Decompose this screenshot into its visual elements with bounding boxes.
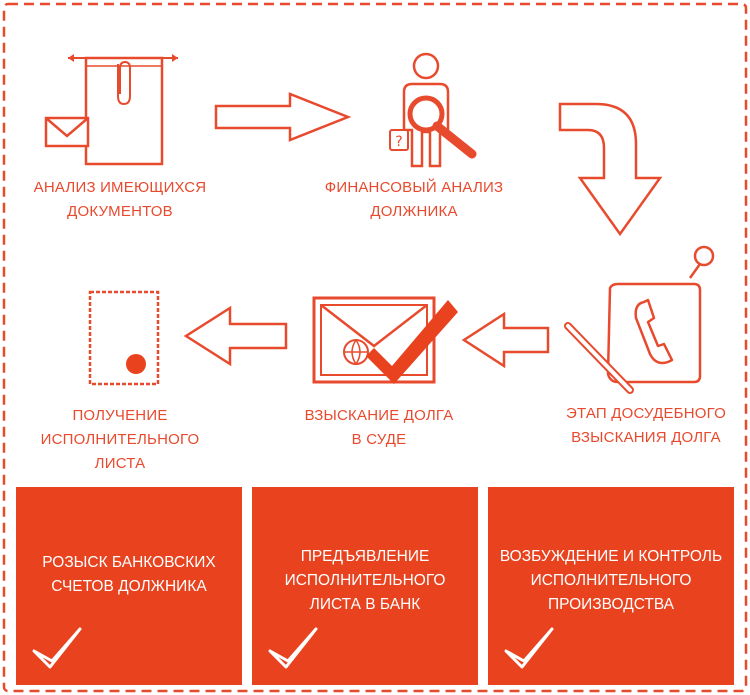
- box-text-line: ВОЗБУЖДЕНИЕ И КОНТРОЛЬ: [499, 548, 723, 565]
- document-clip-envelope-icon: [44, 54, 178, 166]
- arrow-right-icon: [214, 92, 352, 142]
- step-label-writ-receipt: ПОЛУЧЕНИЕ ИСПОЛНИТЕЛЬНОГО ЛИСТА: [30, 404, 210, 476]
- person-magnifier-icon: ?: [389, 52, 477, 168]
- box-writ-to-bank: ПРЕДЪЯВЛЕНИЕ ИСПОЛНИТЕЛЬНОГО ЛИСТА В БАН…: [252, 487, 478, 685]
- step-label-line: ВЗЫСКАНИЕ ДОЛГА: [304, 407, 454, 424]
- box-text-line: ПРОИЗВОДСТВА: [547, 596, 675, 613]
- step-label-line: ПОЛУЧЕНИЕ: [72, 407, 168, 424]
- envelope-checkmark-icon: [312, 296, 458, 384]
- svg-text:?: ?: [395, 134, 402, 150]
- step-label-court-collection: ВЗЫСКАНИЕ ДОЛГА В СУДЕ: [288, 404, 470, 452]
- step-label-line: ЛИСТА: [94, 455, 146, 472]
- box-text-line: ПРЕДЪЯВЛЕНИЕ: [300, 548, 430, 565]
- step-label-line: ИСПОЛНИТЕЛЬНОГО: [40, 431, 200, 448]
- checkmark-icon: [268, 627, 318, 669]
- pinned-phone-note-icon: [564, 245, 715, 394]
- box-text-line: СЧЕТОВ ДОЛЖНИКА: [51, 578, 207, 595]
- arrow-left-icon: [461, 311, 550, 369]
- stamp-document-icon: [88, 290, 160, 386]
- step-label-line: ДОКУМЕНТОВ: [67, 203, 173, 220]
- step-label-line: ФИНАНСОВЫЙ АНАЛИЗ: [324, 179, 504, 196]
- box-text-line: ИСПОЛНИТЕЛЬНОГО: [530, 572, 692, 589]
- step-label-line: В СУДЕ: [351, 431, 407, 448]
- step-label-line: ДОЛЖНИКА: [370, 203, 458, 220]
- box-bank-account-search: РОЗЫСК БАНКОВСКИХ СЧЕТОВ ДОЛЖНИКА: [16, 487, 242, 685]
- checkmark-icon: [32, 627, 82, 669]
- step-label-financial-analysis: ФИНАНСОВЫЙ АНАЛИЗ ДОЛЖНИКА: [312, 176, 516, 224]
- step-label-pretrial-collection: ЭТАП ДОСУДЕБНОГО ВЗЫСКАНИЯ ДОЛГА: [548, 402, 744, 450]
- box-text-line: РОЗЫСК БАНКОВСКИХ: [42, 554, 216, 571]
- arrow-left-icon: [183, 305, 288, 367]
- step-label-line: АНАЛИЗ ИМЕЮЩИХСЯ: [33, 179, 207, 196]
- box-enforcement-control: ВОЗБУЖДЕНИЕ И КОНТРОЛЬ ИСПОЛНИТЕЛЬНОГО П…: [488, 487, 734, 685]
- box-text-line: ЛИСТА В БАНК: [309, 596, 421, 613]
- step-label-document-analysis: АНАЛИЗ ИМЕЮЩИХСЯ ДОКУМЕНТОВ: [12, 176, 228, 224]
- box-text-line: ИСПОЛНИТЕЛЬНОГО: [284, 572, 446, 589]
- step-label-line: ВЗЫСКАНИЯ ДОЛГА: [571, 429, 721, 446]
- checkmark-icon: [504, 627, 554, 669]
- step-label-line: ЭТАП ДОСУДЕБНОГО: [566, 405, 726, 422]
- arrow-curve-down-icon: [558, 102, 663, 237]
